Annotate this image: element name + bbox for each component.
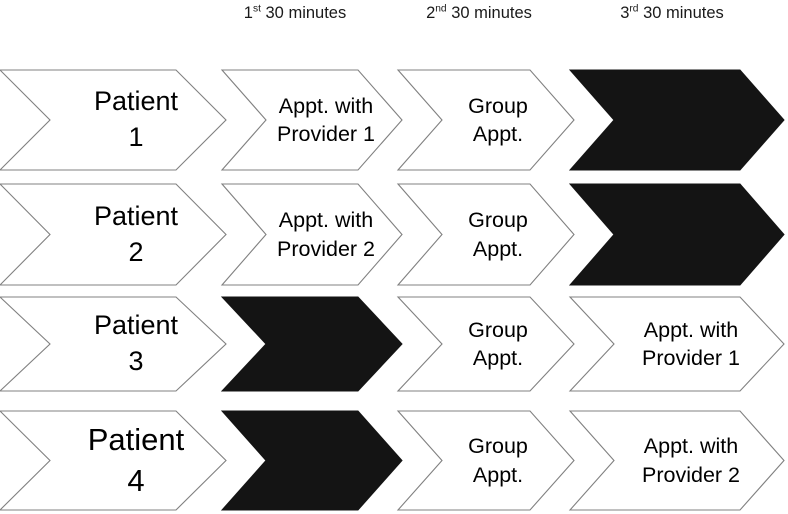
column-header-2-suffix: nd [435,3,447,15]
column-header-2: 2nd 30 minutes [389,0,569,26]
chevron-shape [0,69,227,171]
chevron-shape [0,410,227,511]
column-header-1-rest: 30 minutes [260,4,347,22]
chevron-shape [568,296,785,392]
column-header-1-suffix: st [252,3,261,15]
blocked-chevron-shape [220,296,403,392]
chevron-shape [396,410,575,511]
chevron-shape [396,69,575,171]
chevron-shape [396,296,575,392]
chevron-shape [0,183,227,286]
column-header-3-rest: 30 minutes [638,4,724,22]
chevron-shape [220,69,403,171]
chevron-shape [220,183,403,286]
chevron-shape [396,183,575,286]
column-header-1-ordinal: 1 [243,4,253,22]
slot-r3-c1-blocked [220,296,403,392]
column-header-3-suffix: rd [629,3,639,15]
blocked-chevron-shape [220,410,403,511]
slot-r4-c1-blocked [220,410,403,511]
column-header-1: 1st 30 minutes [205,0,385,26]
chevron-shape [568,410,785,511]
column-header-2-ordinal: 2 [426,4,436,22]
chevron-shape [0,296,227,392]
blocked-chevron-shape [568,69,785,171]
column-header-3: 3rd 30 minutes [582,0,762,26]
column-header-2-rest: 30 minutes [446,4,532,22]
column-header-3-ordinal: 3 [620,4,630,22]
blocked-chevron-shape [568,183,785,286]
slot-r1-c3-blocked [568,69,785,171]
slot-r2-c3-blocked [568,183,785,286]
